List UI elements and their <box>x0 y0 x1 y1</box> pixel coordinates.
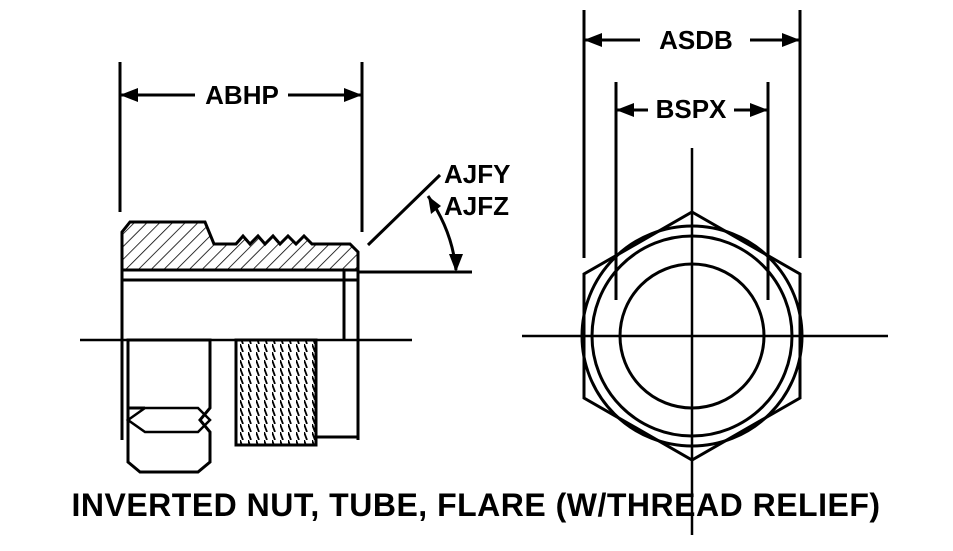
label-ajfy: AJFY <box>444 159 510 189</box>
side-view <box>80 62 472 474</box>
bspx-arrowhead-left <box>616 103 634 117</box>
label-bspx: BSPX <box>656 94 727 124</box>
angle-arrowhead-top <box>428 196 441 214</box>
arrowhead-right <box>344 88 362 102</box>
hex-nut-body <box>126 338 212 474</box>
label-abhp: ABHP <box>205 80 279 110</box>
arrowhead-left <box>120 88 138 102</box>
hatched-section <box>120 220 360 272</box>
label-ajfz: AJFZ <box>444 191 509 221</box>
asdb-arrowhead-right <box>782 33 800 47</box>
angle-arrowhead-bottom <box>449 254 463 272</box>
caption: INVERTED NUT, TUBE, FLARE (W/THREAD RELI… <box>71 487 880 523</box>
asdb-arrowhead-left <box>584 33 602 47</box>
hex-nut-flat <box>125 406 212 434</box>
end-view <box>522 10 888 535</box>
bspx-arrowhead-right <box>750 103 768 117</box>
angle-leader <box>366 173 442 247</box>
label-asdb: ASDB <box>659 25 733 55</box>
thread-section <box>234 338 318 447</box>
